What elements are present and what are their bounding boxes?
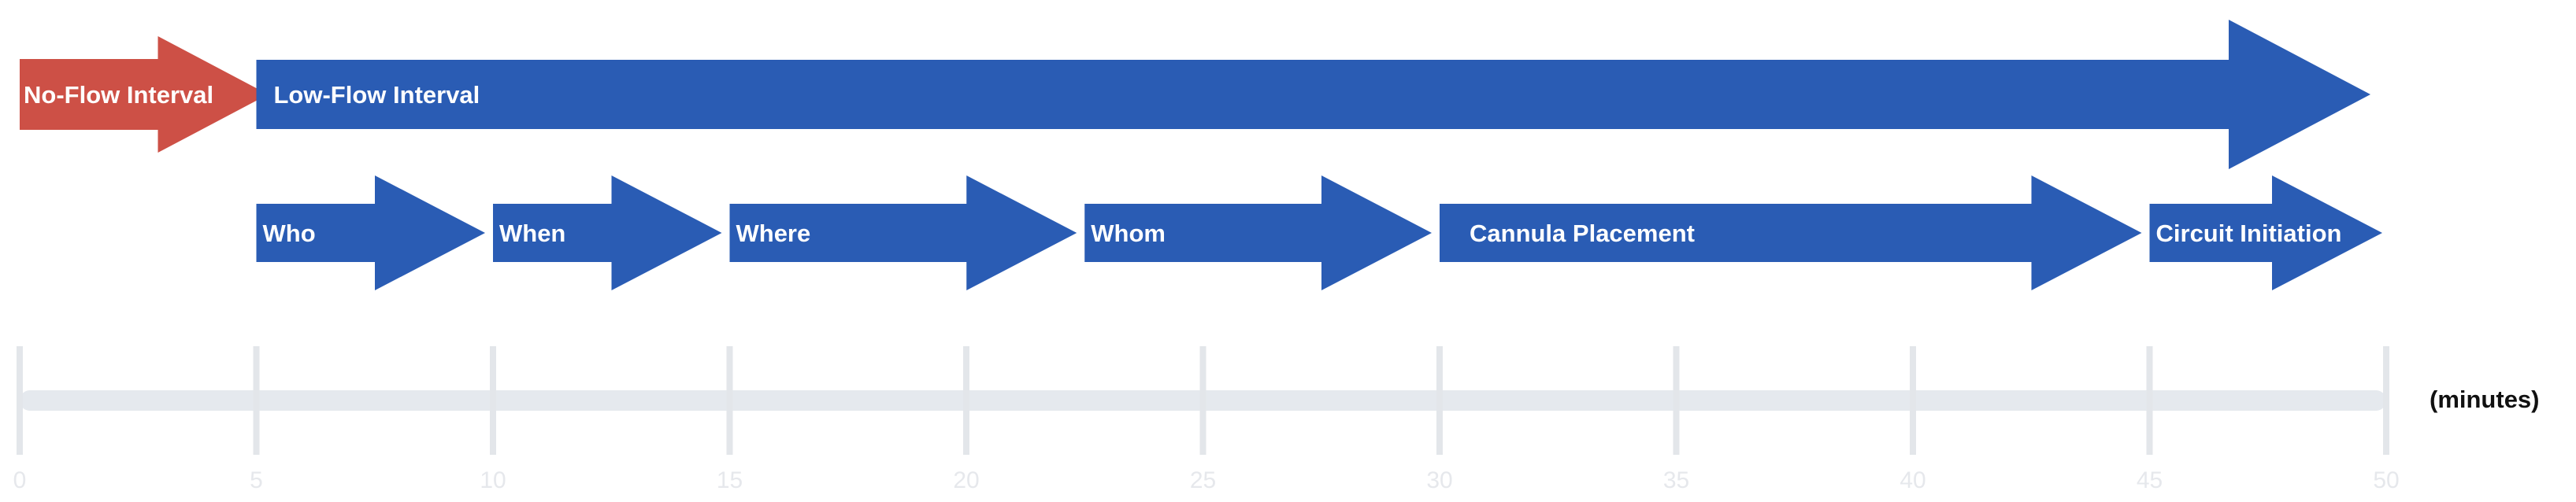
axis-tick-mark — [2383, 346, 2389, 455]
phase-arrow: When — [493, 175, 722, 290]
axis-ticks: 0 5 10 15 20 25 30 35 40 45 50 — [13, 346, 2400, 493]
phase-arrow-shape — [493, 175, 722, 290]
axis-tick-label: 15 — [717, 467, 743, 493]
phase-arrows: Who When Where Whom Cannula Placement Circuit… — [256, 175, 2382, 290]
axis-tick-label: 10 — [480, 467, 506, 493]
phase-arrow: Cannula Placement — [1440, 175, 2142, 290]
phase-arrow-label: Who — [263, 220, 316, 247]
axis-tick-mark — [1436, 346, 1443, 455]
axis-tick-mark — [253, 346, 260, 455]
no-flow-interval-label: No-Flow Interval — [24, 81, 213, 109]
phase-arrow-shape — [1084, 175, 1432, 290]
axis-tick-mark — [2146, 346, 2153, 455]
axis-tick-mark — [963, 346, 969, 455]
phase-arrow-label: Circuit Initiation — [2156, 220, 2342, 247]
phase-arrow-shape — [256, 175, 485, 290]
axis-tick-label: 40 — [1900, 467, 1926, 493]
interval-arrows: No-Flow Interval Low-Flow Interval — [20, 20, 2370, 169]
axis-tick-mark — [17, 346, 23, 455]
low-flow-interval-label: Low-Flow Interval — [274, 81, 480, 109]
axis-tick-mark — [1199, 346, 1206, 455]
low-flow-arrow-shape — [256, 20, 2370, 169]
phase-arrow-label: Whom — [1091, 220, 1166, 247]
phase-arrow-shape — [2149, 175, 2382, 290]
phase-arrow-label: Cannula Placement — [1470, 220, 1695, 247]
axis-unit-label: (minutes) — [2430, 386, 2540, 413]
phase-arrow: Circuit Initiation — [2149, 175, 2382, 290]
phase-arrow: Where — [729, 175, 1077, 290]
time-axis: 0 5 10 15 20 25 30 35 40 45 50 (minutes) — [13, 346, 2540, 493]
axis-tick-label: 0 — [13, 467, 27, 493]
axis-tick-mark — [1910, 346, 1916, 455]
axis-tick-label: 5 — [250, 467, 263, 493]
axis-tick-mark — [1673, 346, 1680, 455]
phase-arrow: Whom — [1084, 175, 1432, 290]
axis-tick-label: 45 — [2137, 467, 2163, 493]
no-flow-arrow-shape — [20, 36, 269, 153]
axis-tick-label: 20 — [953, 467, 979, 493]
axis-tick-mark — [490, 346, 496, 455]
phase-arrow: Who — [256, 175, 485, 290]
phase-arrow-label: Where — [736, 220, 811, 247]
phase-arrow-label: When — [499, 220, 565, 247]
axis-tick-label: 35 — [1663, 467, 1689, 493]
axis-tick-label: 25 — [1190, 467, 1216, 493]
low-flow-interval-arrow: Low-Flow Interval — [256, 20, 2370, 169]
phase-arrow-shape — [729, 175, 1077, 290]
axis-tick-label: 30 — [1426, 467, 1452, 493]
no-flow-interval-arrow: No-Flow Interval — [20, 36, 269, 153]
axis-tick-label: 50 — [2373, 467, 2399, 493]
phase-arrow-shape — [1440, 175, 2142, 290]
axis-tick-mark — [726, 346, 733, 455]
